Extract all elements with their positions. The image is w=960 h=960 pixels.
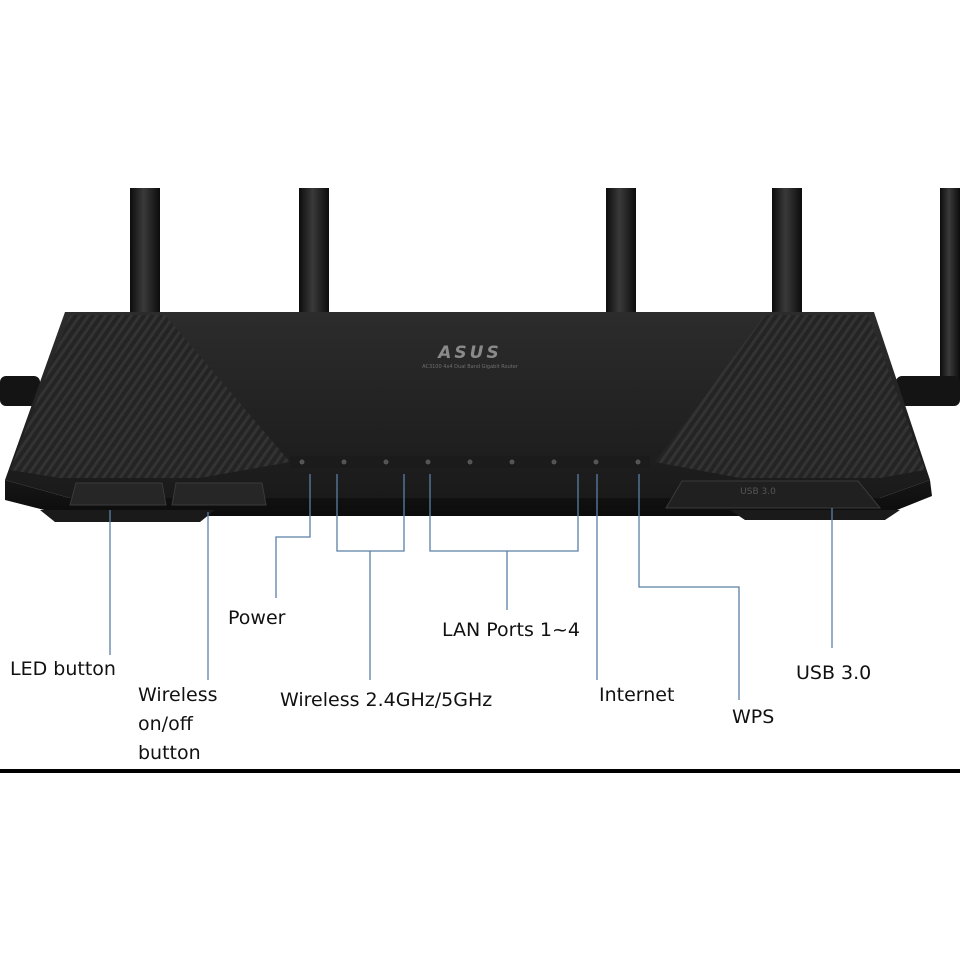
lan-ports-leader: [429, 474, 579, 552]
wireless-button-label: Wireless on/off button: [138, 681, 218, 768]
antenna-left-side: [0, 376, 40, 406]
antenna-1: [130, 188, 160, 318]
antenna-3: [606, 188, 636, 318]
wps-leader: [638, 474, 740, 700]
right-ribbed-panel: [655, 315, 925, 478]
lan-ports-label: LAN Ports 1~4: [442, 619, 580, 641]
bottom-divider: [0, 769, 960, 773]
antenna-2: [299, 188, 329, 318]
led-button-label: LED button: [10, 658, 116, 680]
router-body: USB 3.0 ASUS AC3100 4x4 Dual Band Gigabi…: [5, 312, 932, 522]
right-foot: [730, 510, 900, 520]
left-foot: [40, 510, 215, 522]
power-label: Power: [228, 607, 286, 629]
lan3-led-icon: [509, 459, 515, 465]
antenna-right-side: [896, 376, 960, 406]
led-button[interactable]: [69, 482, 167, 506]
power-led-icon: [299, 459, 305, 465]
wireless-bands-label: Wireless 2.4GHz/5GHz: [280, 689, 493, 711]
wifi-5-led-icon: [383, 459, 389, 465]
power-leader: [275, 474, 311, 598]
led-indicators: [299, 459, 641, 465]
lan1-led-icon: [425, 459, 431, 465]
antenna-4: [772, 188, 802, 318]
antenna-right-vertical: [940, 188, 960, 398]
wireless-button-label-line1: Wireless: [138, 684, 218, 706]
internet-label: Internet: [599, 684, 675, 706]
internet-led-icon: [593, 459, 599, 465]
asus-logo: ASUS: [436, 343, 501, 363]
wireless-button-label-line3: button: [138, 742, 201, 764]
usb-port-cover[interactable]: [665, 480, 882, 509]
wps-led-icon: [635, 459, 641, 465]
usb-port-label: USB 3.0: [740, 487, 776, 497]
wireless-button-label-line2: on/off: [138, 713, 193, 735]
wireless-onoff-button[interactable]: [171, 482, 267, 506]
model-line: AC3100 4x4 Dual Band Gigabit Router: [422, 364, 519, 370]
usb-label: USB 3.0: [796, 662, 872, 684]
wifi-24-led-icon: [341, 459, 347, 465]
left-ribbed-panel: [10, 315, 290, 478]
leader-lines: [109, 474, 833, 700]
antennas: [0, 188, 960, 406]
lan4-led-icon: [551, 459, 557, 465]
wps-label: WPS: [732, 706, 775, 728]
lan2-led-icon: [467, 459, 473, 465]
